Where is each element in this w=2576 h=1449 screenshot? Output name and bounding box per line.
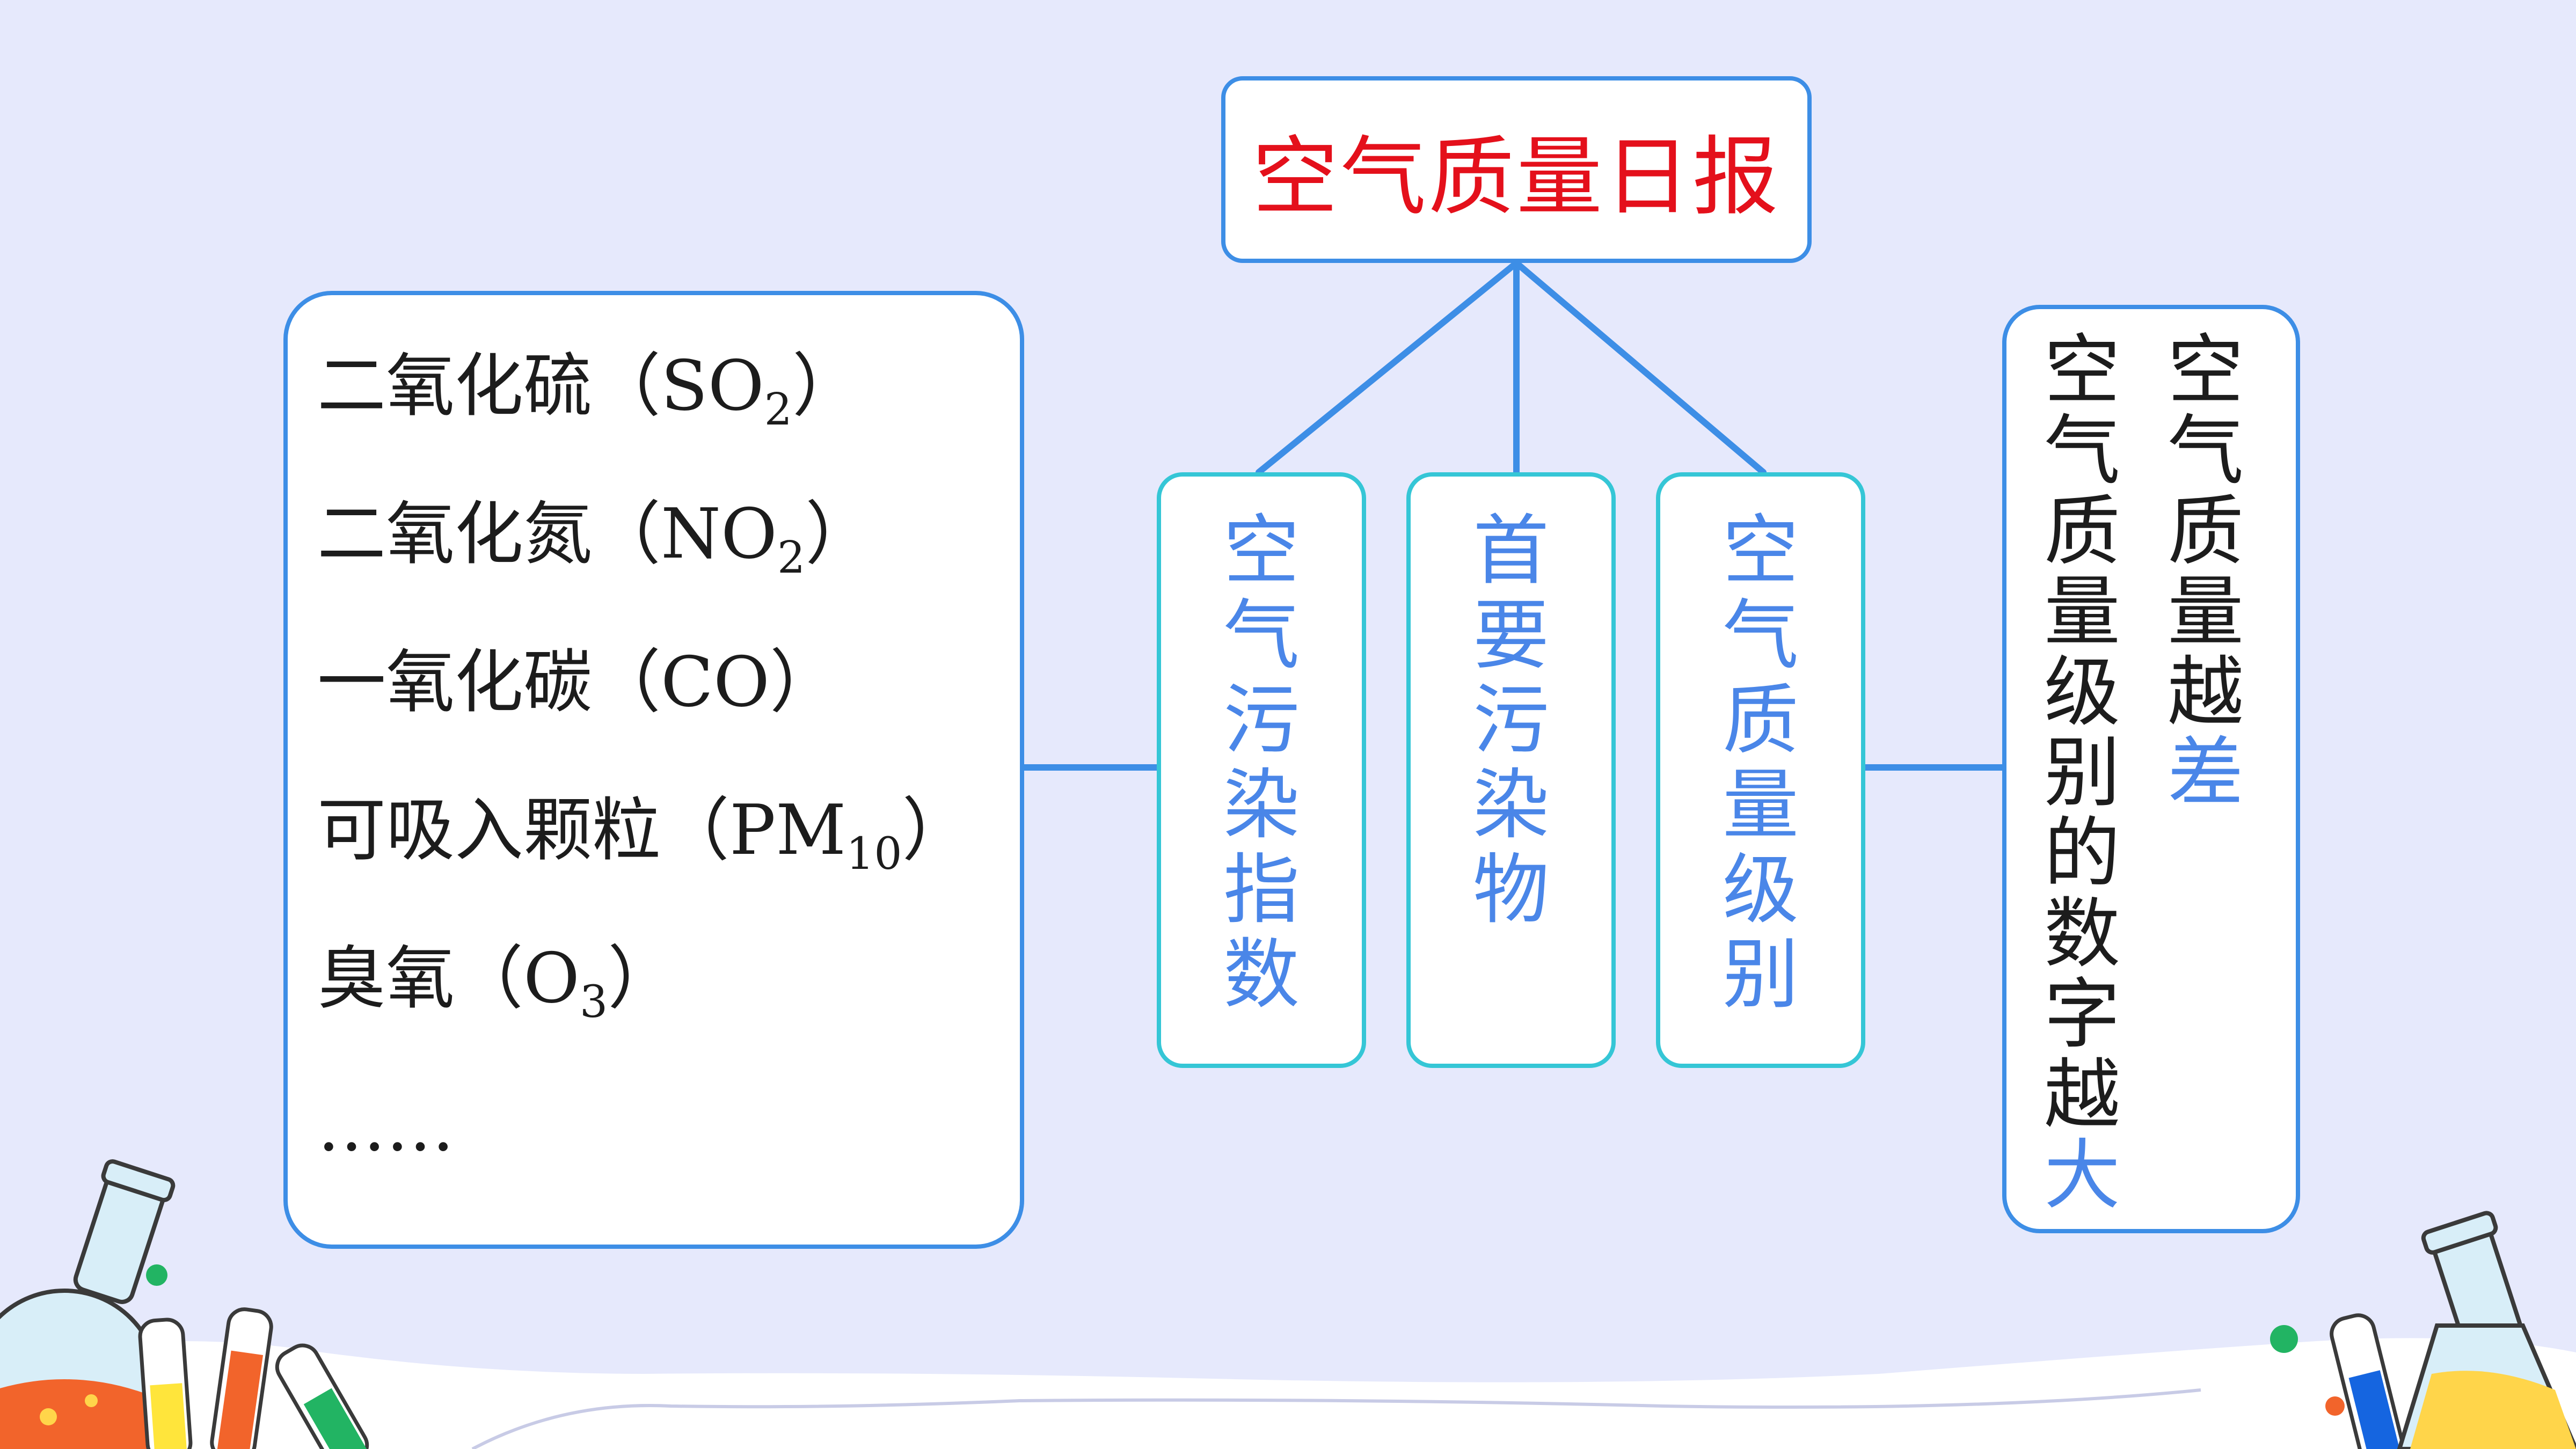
pollutant-subscript: 10 bbox=[846, 829, 902, 880]
bottom-white-hills bbox=[0, 1338, 2576, 1449]
branch-box-2: 首要污染物 bbox=[1406, 472, 1616, 1068]
connector-title-to-branch-3 bbox=[1513, 260, 1767, 475]
diagram-title: 空气质量日报 bbox=[1252, 127, 1780, 227]
branch-box-1: 空气污染指数 bbox=[1157, 472, 1366, 1068]
pollutant-bracket: ） bbox=[792, 346, 861, 426]
pollutant-name: 二氧化氮（NO bbox=[317, 494, 777, 574]
pollutant-bracket: ） bbox=[902, 791, 971, 870]
pollutant-subscript: 2 bbox=[777, 532, 806, 583]
pollutant-name: 臭氧（O bbox=[317, 939, 580, 1019]
branch-label-3: 空气质量级别 bbox=[1723, 507, 1799, 1019]
explanation-right-text: 空气质量越 bbox=[2168, 326, 2244, 737]
pollutant-bracket: ） bbox=[805, 494, 874, 574]
pollutant-item: …… bbox=[317, 1087, 971, 1235]
pollutant-subscript: 3 bbox=[579, 977, 608, 1028]
explanation-column-left: 空气质量级别的数字越 大 bbox=[2044, 331, 2120, 1216]
explanation-left-highlight: 大 bbox=[2044, 1131, 2120, 1220]
pollutant-name: …… bbox=[317, 1087, 455, 1167]
pollutant-item: 二氧化硫（SO2） bbox=[317, 346, 971, 494]
pollutant-name: 可吸入颗粒（PM bbox=[317, 791, 846, 870]
pollutant-item: 臭氧（O3） bbox=[317, 939, 971, 1087]
pollutant-item: 可吸入颗粒（PM10） bbox=[317, 791, 971, 939]
flask-icon-right bbox=[2397, 1211, 2576, 1449]
pollutant-name: 一氧化碳（CO） bbox=[317, 642, 838, 722]
explanation-right-highlight: 差 bbox=[2168, 729, 2244, 817]
flask-icon-left bbox=[0, 1159, 176, 1449]
pollutant-item: 二氧化氮（NO2） bbox=[317, 494, 971, 642]
title-box: 空气质量日报 bbox=[1221, 76, 1812, 263]
pollutant-list-box: 二氧化硫（SO2）二氧化氮（NO2）一氧化碳（CO）可吸入颗粒（PM10）臭氧（… bbox=[283, 291, 1024, 1249]
branch-box-3: 空气质量级别 bbox=[1656, 472, 1865, 1068]
explanation-box: 空气质量级别的数字越 大 空气质量越 差 bbox=[2002, 305, 2300, 1233]
branch-label-2: 首要污染物 bbox=[1473, 507, 1549, 934]
branch-label-1: 空气污染指数 bbox=[1223, 507, 1300, 1019]
pollutant-name: 二氧化硫（SO bbox=[317, 346, 764, 426]
connector-title-to-branch-1 bbox=[1256, 260, 1520, 475]
pollutant-subscript: 2 bbox=[764, 384, 792, 435]
test-tubes-icon-left bbox=[138, 1307, 369, 1449]
explanation-column-right: 空气质量越 差 bbox=[2168, 331, 2244, 814]
explanation-left-text: 空气质量级别的数字越 bbox=[2044, 326, 2120, 1139]
pollutant-item: 一氧化碳（CO） bbox=[317, 642, 971, 791]
test-tubes-icon-right bbox=[2330, 1313, 2405, 1449]
pollutant-list: 二氧化硫（SO2）二氧化氮（NO2）一氧化碳（CO）可吸入颗粒（PM10）臭氧（… bbox=[317, 346, 971, 1235]
pollutant-bracket: ） bbox=[608, 939, 677, 1019]
